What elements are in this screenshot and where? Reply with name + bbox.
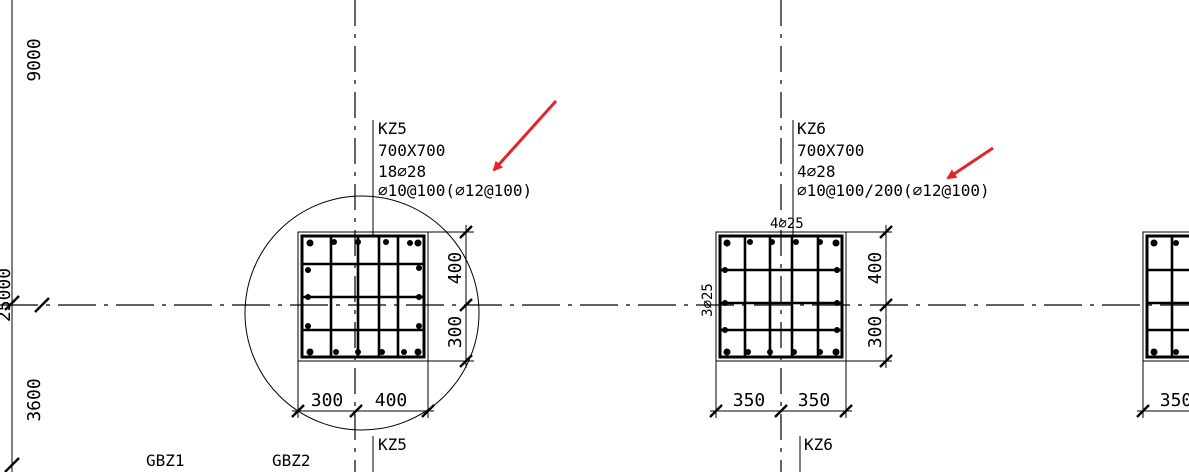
kz6-side-bars: 3⌀25 (700, 283, 716, 317)
bottom-labels: GBZ1 GBZ2 KZ5 KZ6 (146, 435, 833, 472)
column-partial-right: 350 (1136, 231, 1189, 418)
kz6-name: KZ6 (797, 119, 826, 138)
red-arrow-kz5 (492, 99, 558, 172)
kz6-reinforcement (720, 236, 842, 357)
kz5-reinforcement (302, 236, 424, 357)
gbz2-label: GBZ2 (272, 451, 311, 470)
kz5-dim-400-horizontal: 400 (375, 390, 408, 411)
red-arrow-kz6 (946, 146, 994, 180)
dim-3600: 3600 (24, 378, 45, 421)
gbz1-label: GBZ1 (146, 451, 185, 470)
column-kz6: KZ6 700X700 4⌀28 ⌀10@100/200(⌀12@100) 4⌀… (700, 119, 990, 418)
kz5-stirrups: ⌀10@100(⌀12@100) (378, 181, 532, 200)
kz6-rebar-dots (722, 239, 840, 356)
kz5-dim-300-vertical: 300 (445, 316, 466, 349)
kz5-size: 700X700 (378, 141, 445, 160)
kz6-dim-350-left: 350 (733, 390, 766, 411)
kz6-stirrups: ⌀10@100/200(⌀12@100) (797, 181, 990, 200)
kz6-size: 700X700 (797, 141, 864, 160)
kz6-dim-400-vertical: 400 (865, 252, 886, 285)
kz6-bottom-label: KZ6 (804, 435, 833, 454)
kz5-name: KZ5 (378, 119, 407, 138)
dim-25000: 25000 (0, 268, 15, 322)
kz5-bottom-label: KZ5 (378, 435, 407, 454)
kz6-top-bars: 4⌀25 (770, 216, 804, 232)
kz5-dim-300-horizontal: 300 (311, 390, 344, 411)
annotation-arrows (492, 99, 994, 180)
left-dimension: 9000 25000 3600 (0, 0, 45, 472)
kz5-detail-circle (244, 195, 480, 431)
dim-9000: 9000 (24, 38, 45, 81)
column-kz5: KZ5 700X700 18⌀28 ⌀10@100(⌀12@100) (244, 119, 532, 431)
kz6-dim-300-vertical: 300 (865, 316, 886, 349)
kz6-bars: 4⌀28 (797, 162, 836, 181)
kz5-rebar-dots (305, 239, 422, 356)
kz5-dim-400-vertical: 400 (445, 252, 466, 285)
partial-dim-350: 350 (1160, 390, 1189, 411)
kz6-dim-350-right: 350 (798, 390, 831, 411)
kz5-bars: 18⌀28 (378, 162, 426, 181)
